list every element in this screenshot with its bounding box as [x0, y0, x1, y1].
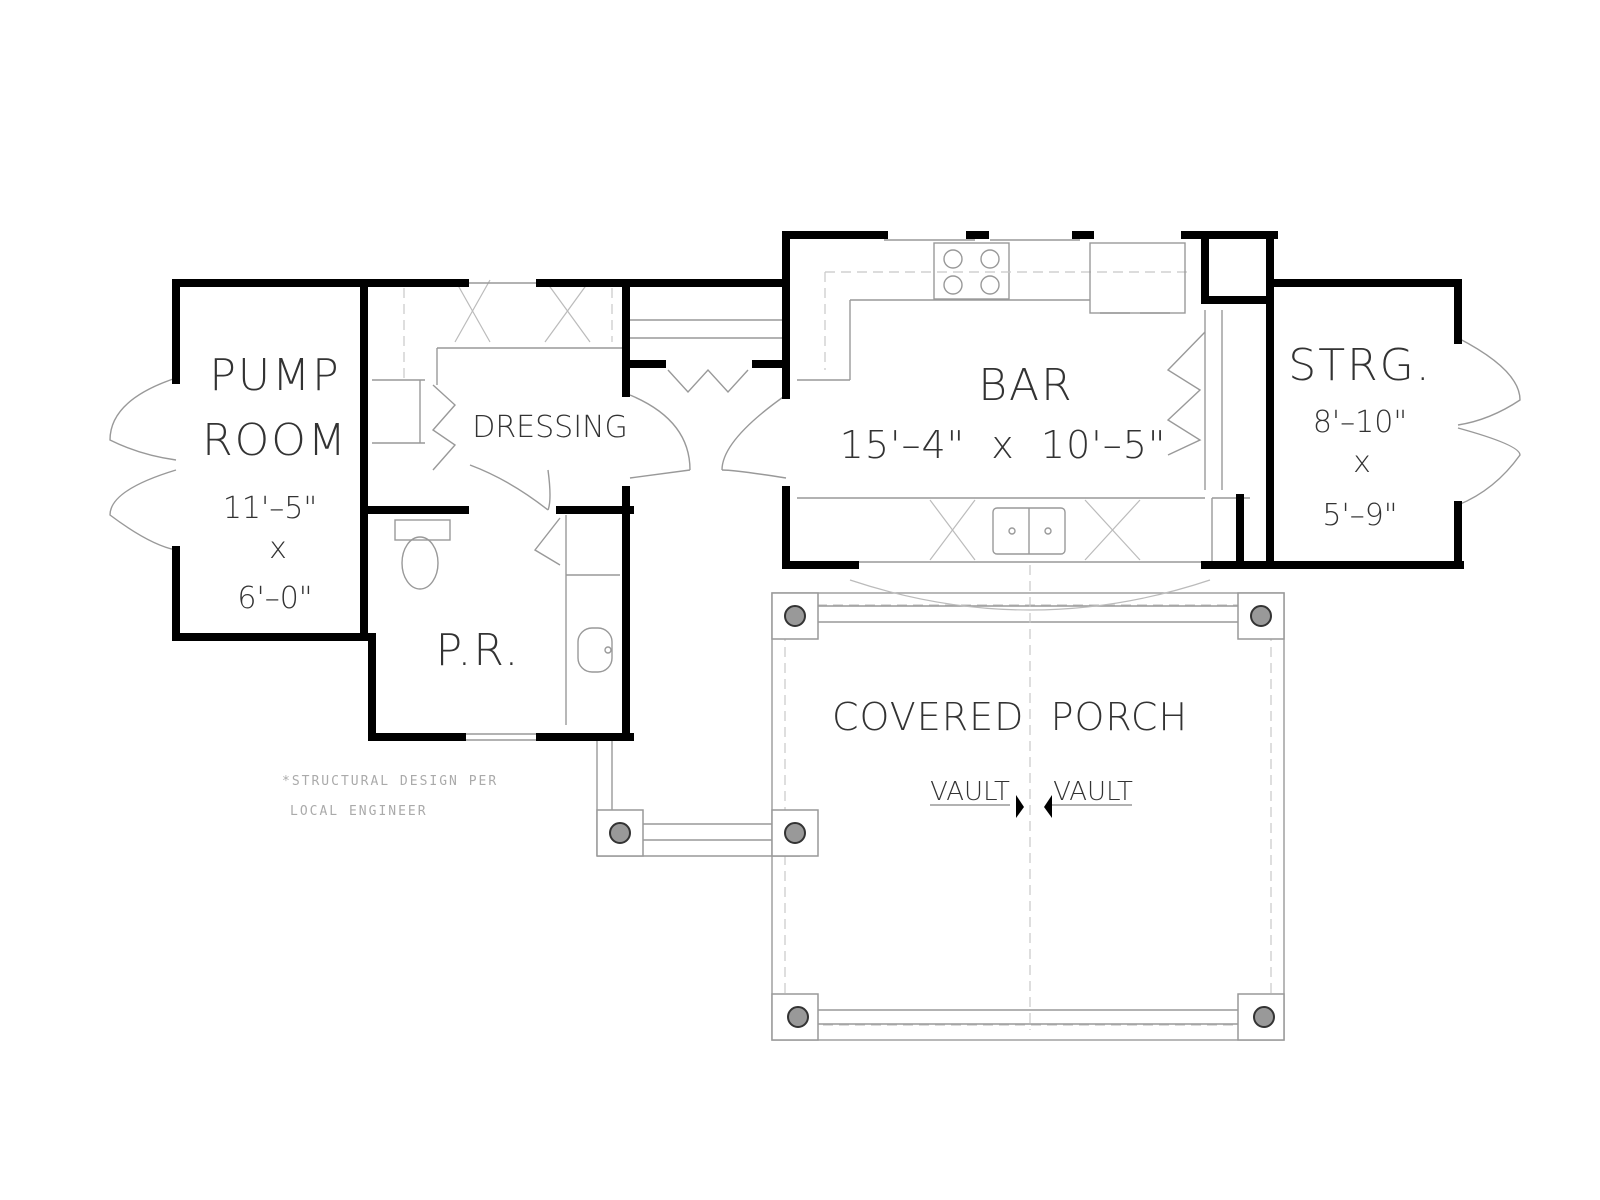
powder-room-name: P.R.: [436, 625, 521, 676]
vault-label-right: VAULT: [1053, 777, 1133, 807]
structural-note: *STRUCTURAL DESIGN PER LOCAL ENGINEER: [282, 774, 498, 819]
exterior-doors: [109, 337, 1521, 551]
bar-name: BAR: [978, 360, 1073, 411]
vault-arrows: [930, 795, 1132, 818]
interior-fixtures: [372, 239, 1250, 741]
post-marker: [784, 605, 806, 627]
vault-arrow-left-icon: [1044, 795, 1052, 818]
note-line-1: *STRUCTURAL DESIGN PER: [282, 774, 498, 789]
vault-arrow-right-icon: [1016, 795, 1024, 818]
post-marker: [1250, 605, 1272, 627]
pump-room-width: 11'–5": [223, 491, 317, 526]
pump-room-name-line1: PUMP: [209, 350, 340, 401]
covered-porch-name: COVERED PORCH: [832, 695, 1188, 739]
storage-width: 8'–10": [1313, 405, 1407, 440]
dressing-name: DRESSING: [472, 410, 628, 445]
room-labels: PUMP ROOM 11'–5" x 6'–0" DRESSING P.R. B…: [202, 340, 1431, 807]
post-marker: [609, 822, 631, 844]
porch-posts: [596, 592, 1285, 1041]
pump-room-dim-separator: x: [269, 531, 287, 566]
storage-height: 5'–9": [1322, 498, 1397, 533]
post-marker: [787, 1006, 809, 1028]
storage-dim-separator: x: [1353, 445, 1371, 480]
vault-label-left: VAULT: [930, 777, 1010, 807]
post-marker: [1253, 1006, 1275, 1028]
post-marker: [784, 822, 806, 844]
note-line-2: LOCAL ENGINEER: [290, 804, 428, 819]
pump-room-height: 6'–0": [237, 581, 312, 616]
storage-name: STRG.: [1288, 340, 1431, 391]
walls: [172, 231, 1464, 741]
pump-room-name-line2: ROOM: [202, 415, 348, 466]
bar-dimensions: 15'–4" x 10'–5": [840, 423, 1167, 467]
